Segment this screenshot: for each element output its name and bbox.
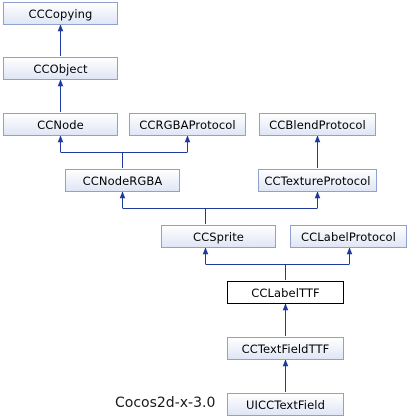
node-uicctextfield[interactable]: UICCTextField	[227, 393, 344, 416]
node-cctextureprotocol[interactable]: CCTextureProtocol	[258, 169, 377, 192]
node-cclabelttf: CCLabelTTF	[227, 281, 344, 304]
node-cctextfieldttf[interactable]: CCTextFieldTTF	[227, 337, 344, 360]
node-ccrgbaprotocol[interactable]: CCRGBAProtocol	[129, 113, 246, 136]
watermark-caption: Cocos2d-x-3.0	[115, 395, 216, 411]
node-cclabelprotocol[interactable]: CCLabelProtocol	[290, 225, 407, 248]
node-ccobject[interactable]: CCObject	[3, 57, 118, 80]
node-ccnodergba[interactable]: CCNodeRGBA	[65, 169, 180, 192]
node-cccopying[interactable]: CCCopying	[3, 2, 118, 25]
node-ccnode[interactable]: CCNode	[3, 113, 118, 136]
node-ccblendprotocol[interactable]: CCBlendProtocol	[259, 113, 376, 136]
node-ccsprite[interactable]: CCSprite	[161, 225, 276, 248]
